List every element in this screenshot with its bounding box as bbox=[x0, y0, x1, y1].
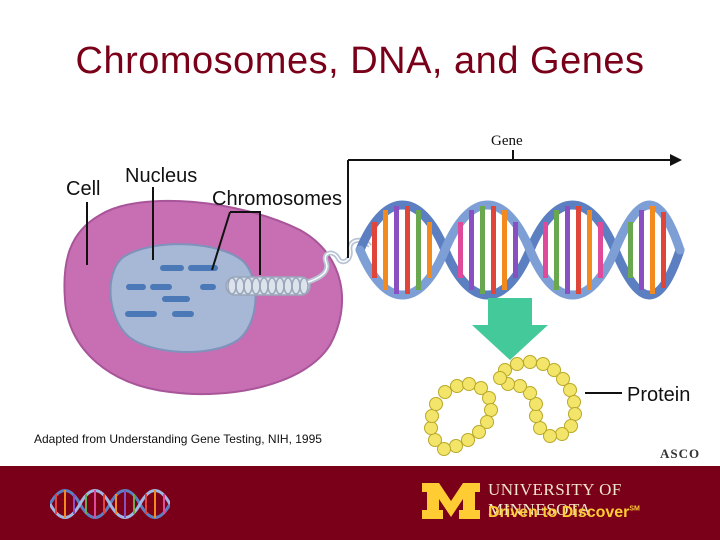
source-credit: Adapted from Understanding Gene Testing,… bbox=[34, 432, 322, 446]
protein-label: Protein bbox=[627, 384, 691, 406]
translation-arrow-icon bbox=[472, 298, 548, 360]
university-tagline: Driven to DiscoverSM bbox=[488, 504, 640, 522]
chromosomes-label: Chromosomes bbox=[212, 188, 343, 210]
dna-diagram bbox=[63, 150, 685, 456]
protein-chain bbox=[424, 355, 582, 456]
block-m-logo-icon bbox=[422, 483, 480, 519]
university-name: UNIVERSITY OF MINNESOTA bbox=[488, 480, 622, 519]
gene-arrowhead bbox=[670, 154, 682, 166]
slide-title: Chromosomes, DNA, and Genes bbox=[75, 40, 645, 82]
asco-logo: ASCO bbox=[660, 446, 701, 461]
cell-label: Cell bbox=[66, 178, 101, 200]
tagline-text: Driven to Discover bbox=[488, 504, 630, 521]
dna-helix-logo-icon bbox=[50, 489, 170, 519]
pointer-lines bbox=[86, 187, 261, 275]
chromosome-pieces bbox=[125, 265, 218, 317]
coiled-chromatin bbox=[225, 276, 311, 296]
gene-bracket bbox=[347, 150, 670, 258]
gene-label: Gene bbox=[491, 133, 523, 149]
tagline-service-mark: SM bbox=[629, 505, 640, 513]
base-pairs bbox=[372, 206, 666, 294]
nucleus-label: Nucleus bbox=[125, 165, 198, 187]
footer-bar: UNIVERSITY OF MINNESOTA Driven to Discov… bbox=[0, 466, 720, 540]
